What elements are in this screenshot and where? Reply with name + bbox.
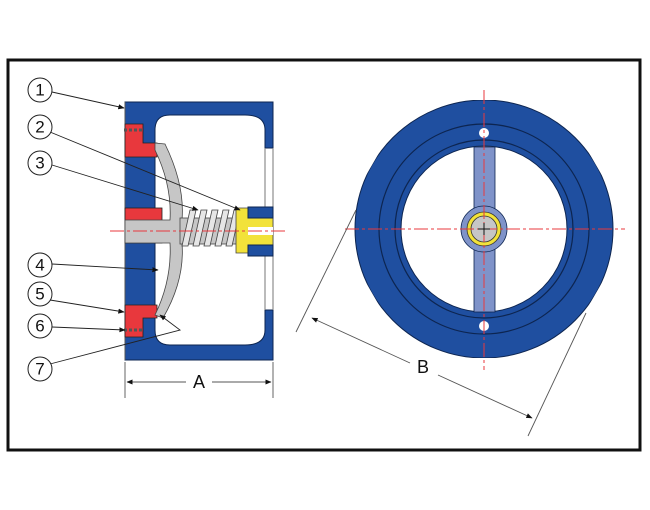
leader-lines bbox=[49, 91, 241, 365]
callout-2: 2 bbox=[27, 114, 53, 140]
callout-5: 5 bbox=[27, 281, 53, 307]
seat-ring-bottom bbox=[124, 304, 158, 338]
callout-number: 7 bbox=[35, 360, 44, 379]
dimension-b-label: B bbox=[417, 357, 429, 377]
dimension-a-label: A bbox=[193, 372, 205, 392]
callout-4: 4 bbox=[27, 252, 53, 278]
callout-number: 5 bbox=[35, 285, 44, 304]
side-section-view bbox=[110, 101, 285, 361]
dimension-b bbox=[295, 209, 587, 437]
callout-labels: 1 2 3 4 5 6 7 bbox=[27, 77, 53, 382]
callout-number: 6 bbox=[35, 317, 44, 336]
hub-block-top bbox=[247, 206, 274, 219]
callout-number: 2 bbox=[35, 118, 44, 137]
screws bbox=[124, 128, 144, 332]
front-view bbox=[345, 90, 625, 370]
hub-block-bottom bbox=[247, 244, 274, 257]
callout-7: 7 bbox=[27, 356, 53, 382]
callout-3: 3 bbox=[27, 150, 53, 176]
dimension-a bbox=[124, 362, 274, 398]
callout-number: 3 bbox=[35, 154, 44, 173]
callout-number: 4 bbox=[35, 256, 44, 275]
callout-number: 1 bbox=[35, 81, 44, 100]
callout-6: 6 bbox=[27, 313, 53, 339]
callout-1: 1 bbox=[27, 77, 53, 103]
disc bbox=[124, 142, 183, 319]
